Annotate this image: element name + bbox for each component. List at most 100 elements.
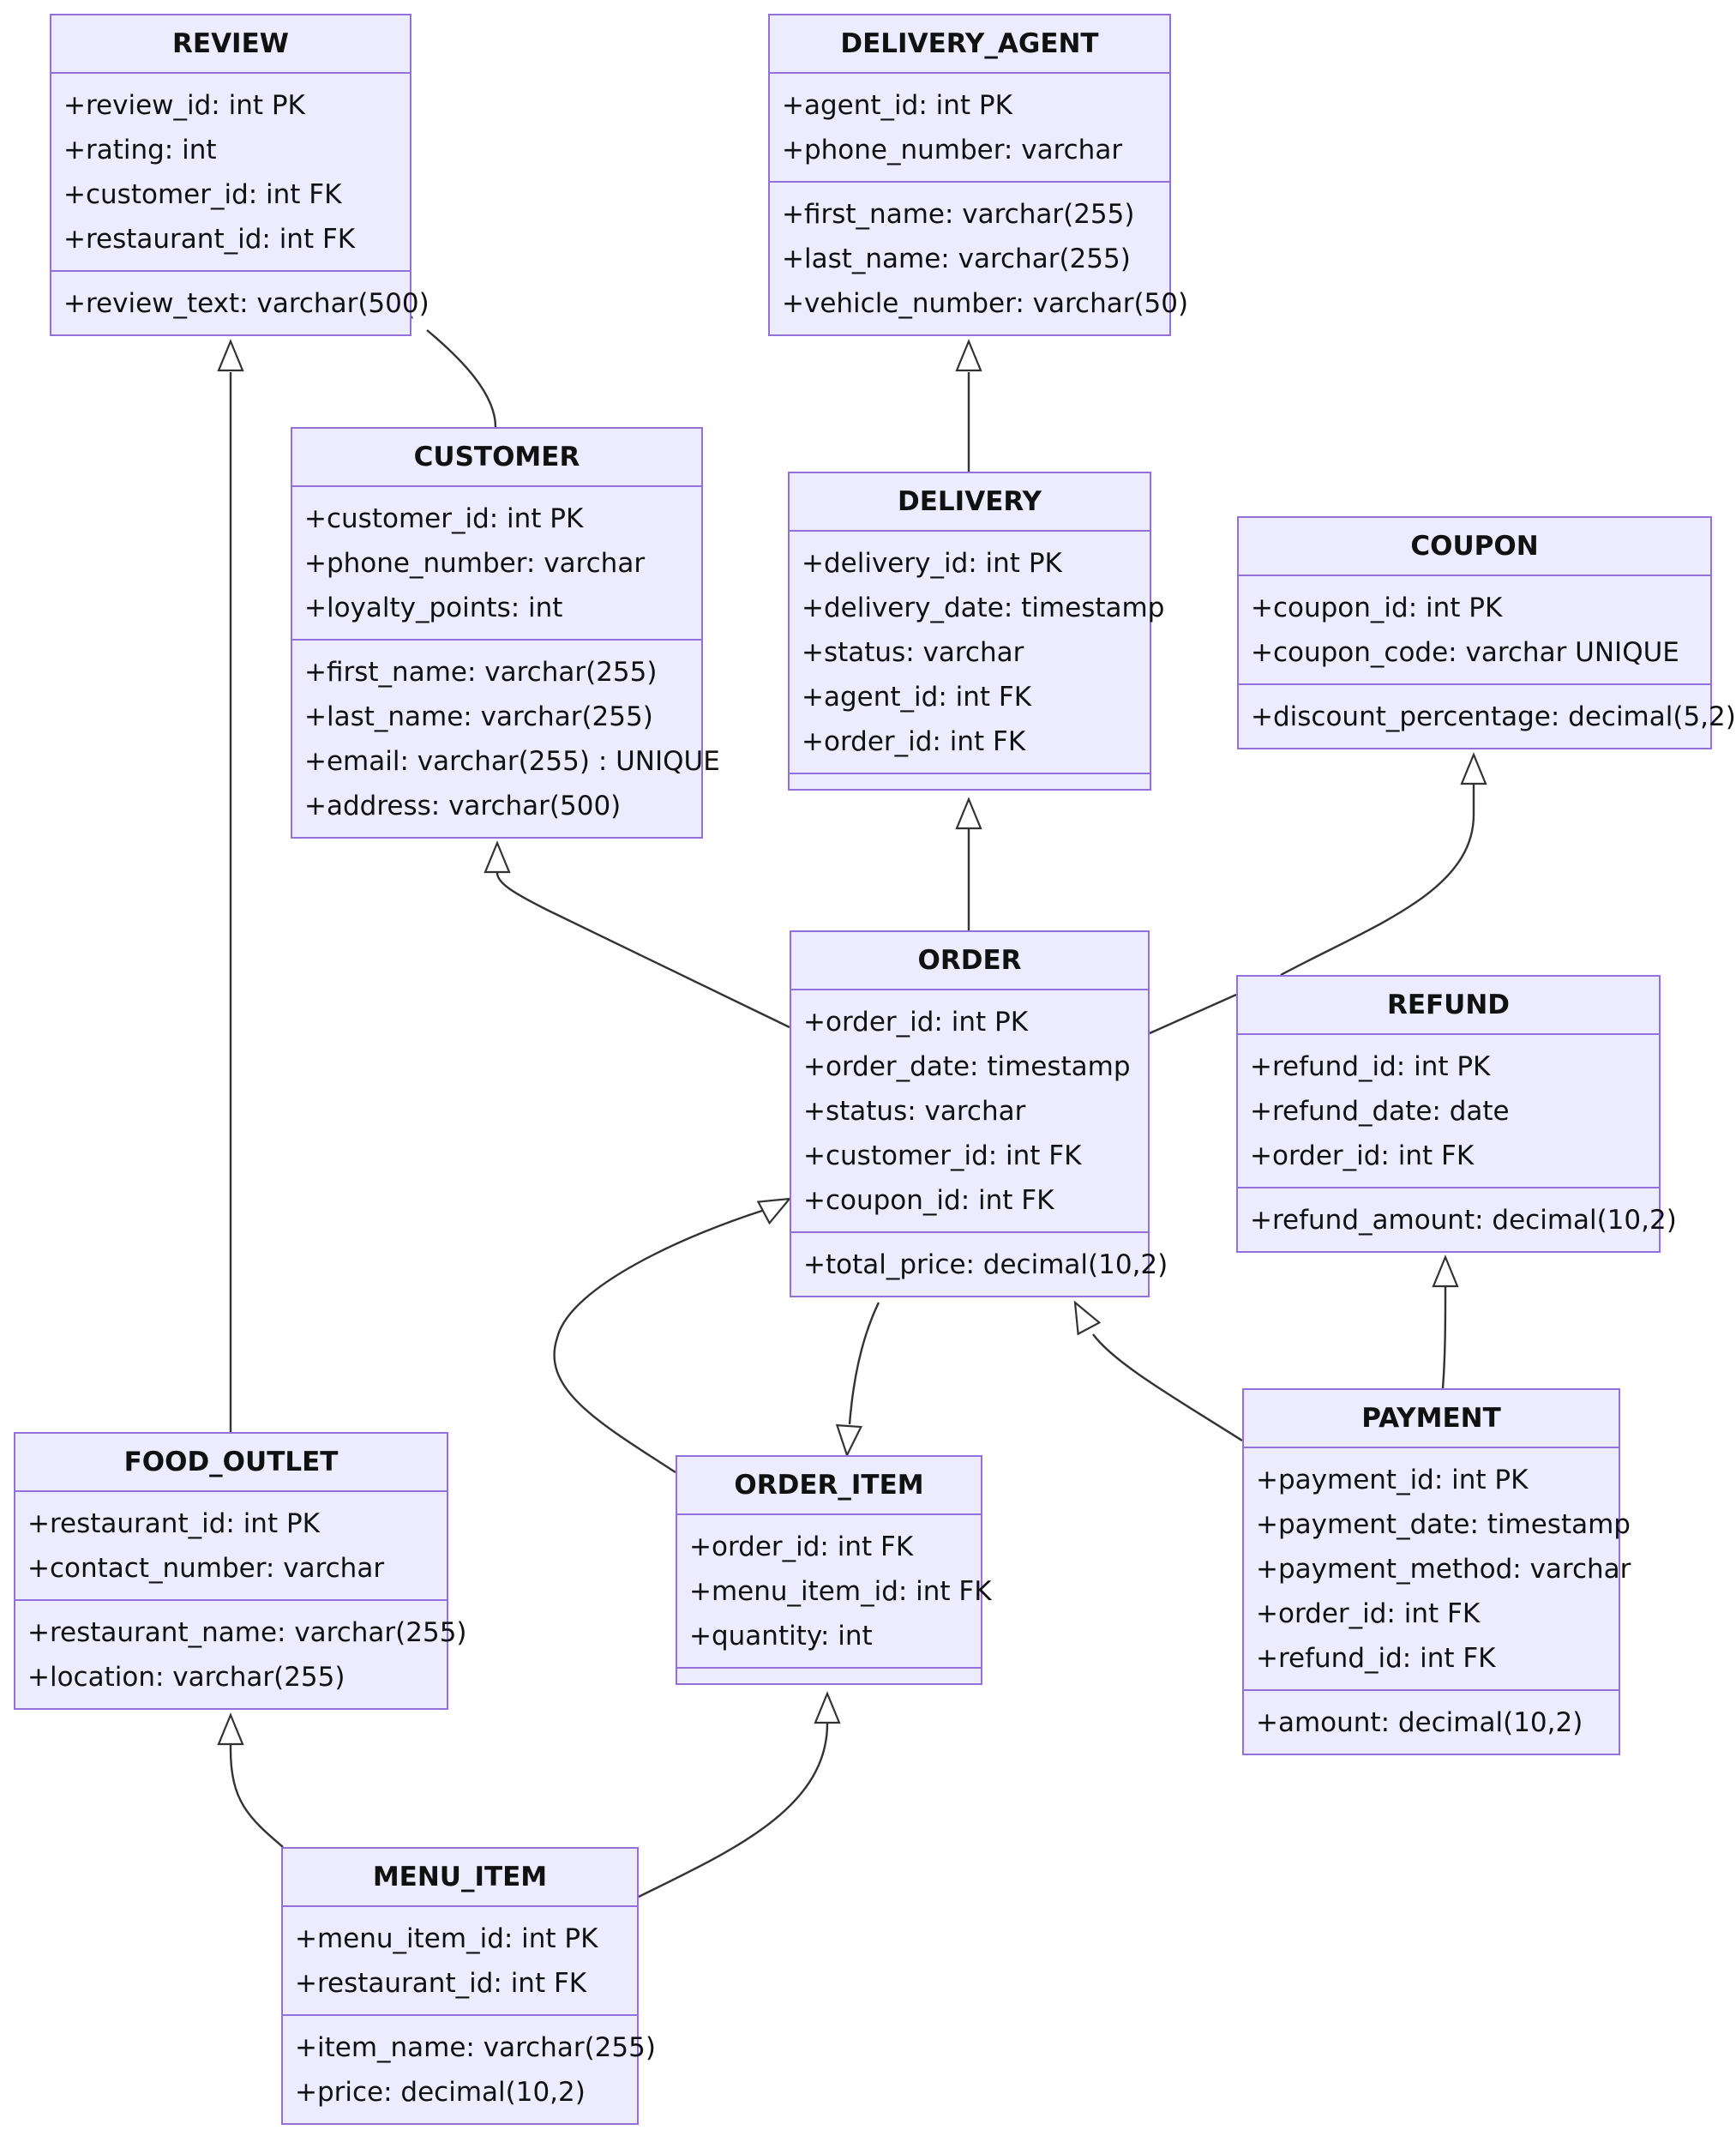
attributes-section: +amount: decimal(10,2)	[1244, 1689, 1619, 1754]
relationship-order-to-customer	[484, 840, 790, 1029]
relationship-line	[426, 329, 497, 428]
entity-review[interactable]: REVIEW +review_id: int PK +rating: int +cus…	[50, 14, 429, 336]
attribute: +coupon_id: int FK	[803, 1185, 1054, 1216]
attribute: +rating: int	[63, 135, 217, 165]
attribute: +coupon_code: varchar UNIQUE	[1251, 637, 1679, 668]
key-attributes-section: +delivery_id: int PK +delivery_date: time…	[790, 532, 1165, 773]
relationship-line	[229, 1745, 284, 1848]
inheritance-arrowhead-icon	[756, 1197, 792, 1225]
attribute: +refund_date: date	[1250, 1096, 1510, 1127]
attribute: +quantity: int	[689, 1621, 873, 1652]
relationship-payment-to-order	[1073, 1300, 1243, 1442]
attributes-section: +first_name: varchar(255) +last_name: var…	[770, 181, 1189, 334]
attribute: +delivery_id: int PK	[802, 548, 1062, 579]
entity-refund[interactable]: REFUND +refund_id: int PK +refund_date: da…	[1236, 975, 1677, 1253]
attribute: +discount_percentage: decimal(5,2)	[1251, 701, 1736, 732]
attribute: +refund_id: int PK	[1250, 1051, 1491, 1082]
attribute: +order_id: int PK	[803, 1007, 1029, 1038]
entity-title: REFUND	[1238, 977, 1659, 1035]
attribute: +contact_number: varchar	[27, 1553, 385, 1584]
attribute: +first_name: varchar(255)	[304, 657, 658, 688]
entity-title: CUSTOMER	[292, 429, 701, 487]
attribute: +customer_id: int FK	[803, 1140, 1082, 1171]
attribute: +email: varchar(255) : UNIQUE	[304, 746, 720, 777]
attribute: +order_id: int FK	[1256, 1598, 1481, 1629]
attribute: +restaurant_id: int FK	[295, 1968, 587, 1999]
attribute: +status: varchar	[802, 637, 1024, 668]
key-attributes-section: +restaurant_id: int PK +contact_number: v…	[15, 1492, 447, 1599]
relationship-line	[848, 1302, 880, 1425]
entity-food-outlet[interactable]: FOOD_OUTLET +restaurant_id: int PK +contac…	[14, 1432, 467, 1710]
attribute: +review_text: varchar(500)	[63, 288, 429, 319]
relationship-food-outlet-to-review	[217, 339, 244, 1432]
attribute: +vehicle_number: varchar(50)	[782, 288, 1189, 319]
relationship-line	[638, 1723, 829, 1898]
inheritance-arrowhead-icon	[1073, 1300, 1102, 1336]
inheritance-arrowhead-icon	[955, 797, 982, 830]
key-attributes-section: +order_id: int FK+menu_item_id: int FK+q…	[677, 1515, 992, 1667]
relationship-order-to-delivery	[955, 797, 982, 930]
entity-customer[interactable]: CUSTOMER+customer_id: int PK+phone_numbe…	[291, 427, 720, 839]
relationship-line	[496, 872, 790, 1029]
attribute: +location: varchar(255)	[27, 1662, 345, 1693]
attribute: +total_price: decimal(10,2)	[803, 1249, 1168, 1280]
entity-order-item[interactable]: ORDER_ITEM+order_id: int FK+menu_item_id…	[676, 1455, 992, 1685]
relationship-order-item-to-order	[553, 1197, 792, 1474]
entity-payment[interactable]: PAYMENT+payment_id: int PK+payment_date:…	[1242, 1388, 1631, 1755]
attribute: +price: decimal(10,2)	[295, 2077, 586, 2108]
attribute: +phone_number: varchar	[304, 548, 646, 579]
key-attributes-section: +review_id: int PK +rating: int +customer_…	[51, 74, 410, 270]
attribute: +phone_number: varchar	[782, 135, 1123, 165]
attribute: +coupon_id: int PK	[1251, 593, 1503, 623]
relationship-menu-item-to-food-outlet	[217, 1712, 284, 1848]
attribute: +delivery_date: timestamp	[802, 593, 1165, 623]
entity-order[interactable]: ORDER+order_id: int PK+order_date: times…	[790, 930, 1168, 1297]
key-attributes-section: +order_id: int PK +order_date: timestamp +…	[791, 990, 1148, 1231]
attributes-section: +item_name: varchar(255) +price: decimal(…	[283, 2014, 656, 2123]
relationship-line	[553, 1207, 768, 1474]
attribute: +loyalty_points: int	[304, 593, 563, 623]
inheritance-arrowhead-icon	[1460, 752, 1487, 785]
attributes-section	[677, 1667, 981, 1683]
relationship-delivery-to-delivery-agent	[955, 339, 982, 472]
attributes-section: +review_text: varchar(500)	[51, 270, 429, 334]
relationship-menu-item-to-order-item	[638, 1691, 841, 1898]
entity-coupon[interactable]: COUPON+coupon_id: int PK+coupon_code: va…	[1237, 516, 1736, 749]
entity-title: FOOD_OUTLET	[15, 1434, 447, 1492]
key-attributes-section: +customer_id: int PK+phone_number: varch…	[292, 487, 701, 639]
attribute: +last_name: varchar(255)	[782, 244, 1131, 274]
entity-delivery-agent[interactable]: DELIVERY_AGENT+agent_id: int PK+phone_nu…	[768, 14, 1189, 336]
entity-delivery[interactable]: DELIVERY +delivery_id: int PK +delivery_da…	[788, 472, 1165, 791]
attribute: +first_name: varchar(255)	[782, 199, 1135, 230]
attribute: +order_date: timestamp	[803, 1051, 1131, 1082]
relationship-order-to-order-item	[835, 1302, 880, 1458]
relationship-payment-to-refund	[1432, 1255, 1459, 1389]
attribute: +review_id: int PK	[63, 90, 305, 121]
key-attributes-section: +refund_id: int PK+refund_date: date+ord…	[1238, 1035, 1659, 1187]
attribute: +agent_id: int FK	[802, 682, 1032, 713]
inheritance-arrowhead-icon	[217, 339, 244, 372]
entity-title: PAYMENT	[1244, 1390, 1619, 1448]
attribute: +status: varchar	[803, 1096, 1026, 1127]
attribute: +item_name: varchar(255)	[295, 2032, 656, 2063]
attribute: +customer_id: int FK	[63, 179, 342, 210]
key-attributes-section: +menu_item_id: int PK+restaurant_id: int…	[283, 1907, 637, 2014]
attribute: +agent_id: int PK	[782, 90, 1012, 121]
relationship-line	[1149, 993, 1237, 1035]
attribute: +restaurant_id: int PK	[27, 1508, 320, 1539]
key-attributes-section: +agent_id: int PK +phone_number: varchar	[770, 74, 1169, 181]
attribute: +menu_item_id: int FK	[689, 1576, 992, 1607]
inheritance-arrowhead-icon	[835, 1423, 863, 1458]
attribute: +refund_id: int FK	[1256, 1643, 1496, 1674]
key-attributes-section: +coupon_id: int PK +coupon_code: varchar …	[1239, 576, 1710, 683]
entity-menu-item[interactable]: MENU_ITEM+menu_item_id: int PK+restauran…	[281, 1847, 656, 2125]
relationship-line	[1092, 1333, 1243, 1442]
entity-title: REVIEW	[51, 15, 410, 74]
entity-title: MENU_ITEM	[283, 1849, 637, 1907]
inheritance-arrowhead-icon	[484, 840, 511, 874]
attribute: +payment_method: varchar	[1256, 1554, 1631, 1585]
attribute: +last_name: varchar(255)	[304, 701, 653, 732]
entity-title: DELIVERY	[790, 473, 1150, 532]
relationship-line	[1280, 785, 1475, 977]
inheritance-arrowhead-icon	[217, 1712, 244, 1746]
